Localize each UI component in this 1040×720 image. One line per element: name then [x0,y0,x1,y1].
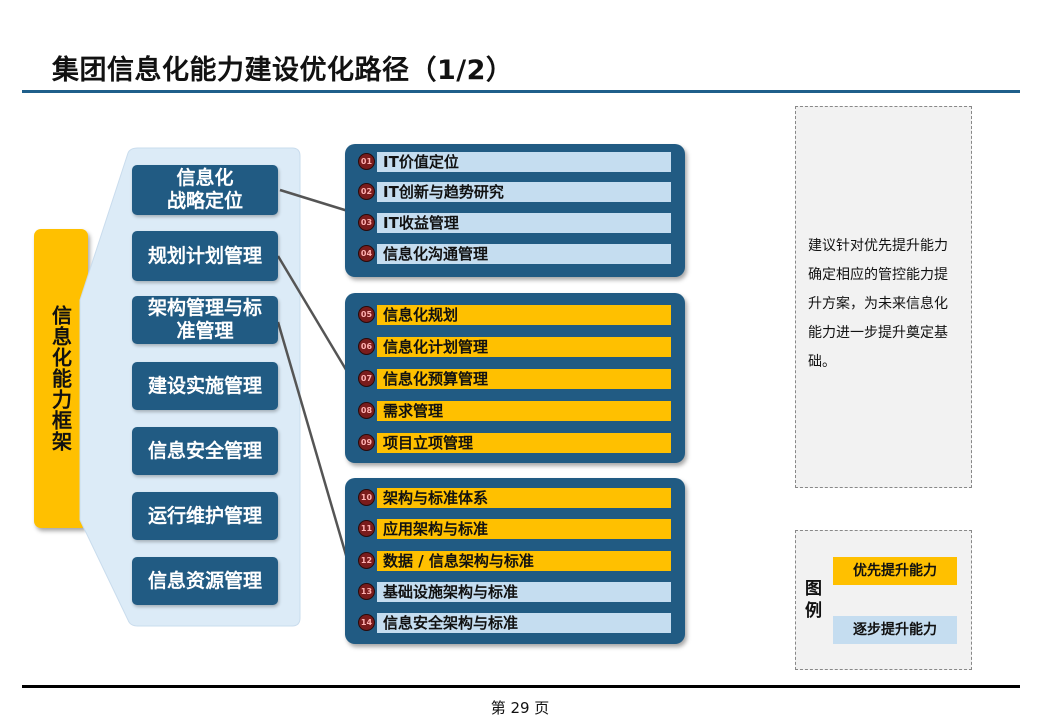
legend-priority: 优先提升能力 [833,557,957,585]
sub-capability-item: 数据 / 信息架构与标准 [377,551,671,571]
capability-label: 规划计划管理 [147,244,262,267]
item-number-badge: 12 [358,552,375,569]
capability-item: 建设实施管理 [132,362,278,410]
sub-capability-item: 信息化预算管理 [377,369,671,389]
sub-capability-item: 需求管理 [377,401,671,421]
item-number-badge: 11 [358,520,375,537]
capability-label: 信息资源管理 [147,569,262,592]
legend-gradual: 逐步提升能力 [833,616,957,644]
item-number-badge: 07 [358,370,375,387]
item-number-badge: 02 [358,183,375,200]
item-number-badge: 01 [358,153,375,170]
connector-planning [276,255,350,374]
item-number-badge: 10 [358,489,375,506]
item-number-badge: 04 [358,245,375,262]
sub-capability-item: 信息安全架构与标准 [377,613,671,633]
connector-strategy [279,188,349,213]
title-divider [22,90,1020,93]
capability-item: 信息资源管理 [132,557,278,605]
sub-capability-item: 架构与标准体系 [377,488,671,508]
item-number-badge: 08 [358,402,375,419]
capability-label: 运行维护管理 [147,504,262,527]
connector-architecture [276,321,350,563]
sub-capability-item: 应用架构与标准 [377,519,671,539]
framework-label: 信息化能力框架 [48,305,73,452]
item-number-badge: 14 [358,614,375,631]
capability-label: 建设实施管理 [147,374,262,397]
sub-capability-item: 信息化沟通管理 [377,244,671,264]
sub-capability-item: 基础设施架构与标准 [377,582,671,602]
page-title: 集团信息化能力建设优化路径（1/2） [52,55,514,86]
item-number-badge: 05 [358,306,375,323]
capability-item: 规划计划管理 [132,231,278,281]
framework-label-box: 信息化能力框架 [34,229,88,528]
sub-capability-item: IT创新与趋势研究 [377,182,671,202]
sub-capability-item: 信息化计划管理 [377,337,671,357]
note-box [795,106,972,488]
capability-item: 信息化 战略定位 [132,165,278,215]
note-text: 建议针对优先提升能力确定相应的管控能力提升方案，为未来信息化能力进一步提升奠定基… [808,238,948,370]
footer-divider [22,685,1020,688]
legend-title: 图例 [805,579,822,621]
capability-label: 信息化 战略定位 [166,167,243,212]
sub-capability-item: IT收益管理 [377,213,671,233]
legend-box [795,530,972,670]
item-number-badge: 03 [358,214,375,231]
sub-capability-item: 项目立项管理 [377,433,671,453]
item-number-badge: 06 [358,338,375,355]
capability-label: 架构管理与标 准管理 [147,297,262,342]
item-number-badge: 09 [358,434,375,451]
capability-label: 信息安全管理 [147,439,262,462]
sub-capability-item: IT价值定位 [377,152,671,172]
capability-item: 信息安全管理 [132,427,278,475]
capability-item: 架构管理与标 准管理 [132,296,278,344]
sub-capability-item: 信息化规划 [377,305,671,325]
capability-item: 运行维护管理 [132,492,278,540]
item-number-badge: 13 [358,583,375,600]
page-number: 第 29 页 [490,699,550,717]
